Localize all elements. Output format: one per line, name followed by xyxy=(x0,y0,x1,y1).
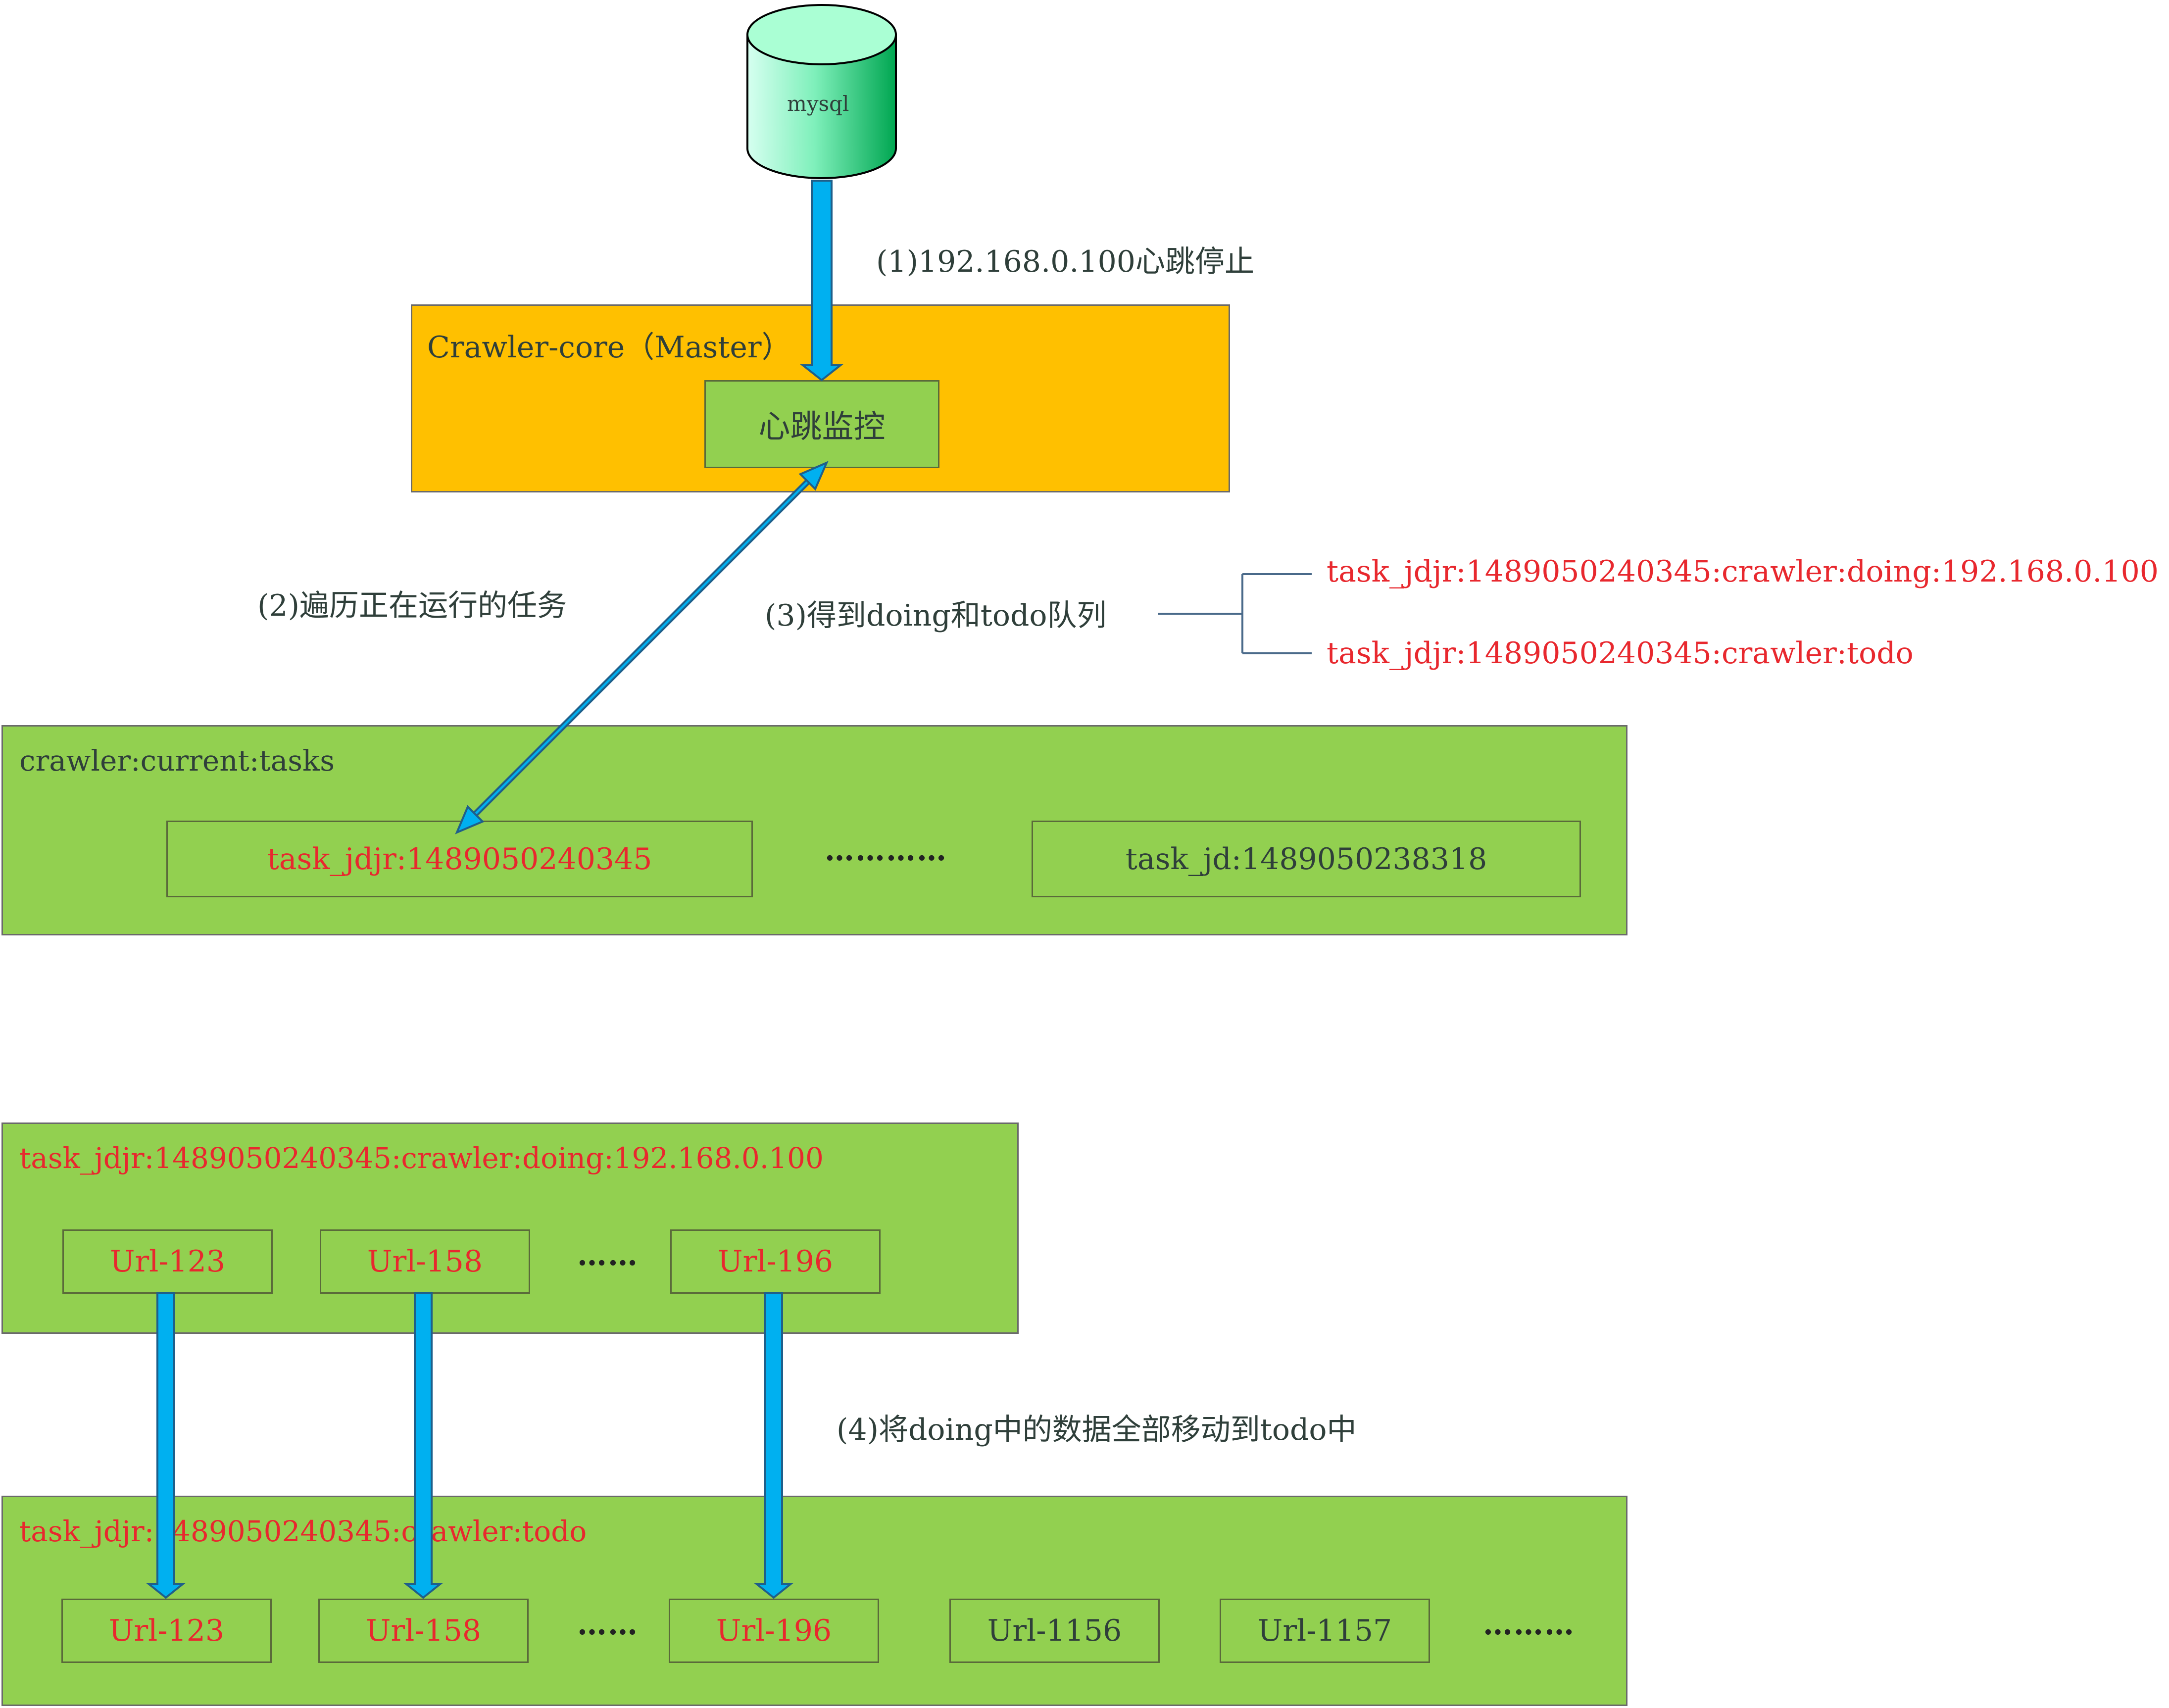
arrow-monitor-tasks-bidirectional xyxy=(455,461,829,834)
arrow-url-158 xyxy=(403,1292,444,1599)
step1-label: (1)192.168.0.100心跳停止 xyxy=(876,244,1254,279)
todo-ellipsis-end: ……… xyxy=(1483,1607,1575,1642)
todo-url-1156: Url-1156 xyxy=(949,1599,1160,1663)
todo-queue-title: task_jdjr:1489050240345:crawler:todo xyxy=(19,1514,587,1548)
step3-label: (3)得到doing和todo队列 xyxy=(765,598,1107,633)
todo-url-1157: Url-1157 xyxy=(1220,1599,1430,1663)
mysql-database-icon xyxy=(746,4,897,179)
tasks-ellipsis: ………… xyxy=(825,833,947,868)
doing-url-158: Url-158 xyxy=(320,1229,530,1294)
task-jdjr-node: task_jdjr:1489050240345 xyxy=(166,821,753,897)
step4-label: (4)将doing中的数据全部移动到todo中 xyxy=(837,1413,1357,1447)
arrow-mysql-to-monitor xyxy=(800,180,843,382)
doing-ellipsis: …… xyxy=(577,1238,639,1272)
todo-queue-box: task_jdjr:1489050240345:crawler:todo Url… xyxy=(1,1496,1627,1706)
current-tasks-title: crawler:current:tasks xyxy=(19,744,335,778)
doing-queue-label: task_jdjr:1489050240345:crawler:doing:19… xyxy=(1327,554,2159,589)
master-title: Crawler-core（Master） xyxy=(427,330,791,365)
queue-bracket-connector xyxy=(1158,573,1312,654)
todo-url-196: Url-196 xyxy=(669,1599,879,1663)
step2-label: (2)遍历正在运行的任务 xyxy=(257,588,567,623)
todo-queue-label: task_jdjr:1489050240345:crawler:todo xyxy=(1327,636,1914,671)
todo-url-158: Url-158 xyxy=(318,1599,529,1663)
doing-queue-title: task_jdjr:1489050240345:crawler:doing:19… xyxy=(19,1141,824,1175)
task-jd-node: task_jd:1489050238318 xyxy=(1032,821,1581,897)
current-tasks-box: crawler:current:tasks task_jdjr:14890502… xyxy=(1,725,1627,935)
arrow-url-123 xyxy=(146,1292,186,1599)
mysql-label: mysql xyxy=(787,92,849,116)
arrow-url-196 xyxy=(753,1292,794,1599)
todo-url-123: Url-123 xyxy=(61,1599,272,1663)
todo-ellipsis-mid: …… xyxy=(577,1607,639,1642)
